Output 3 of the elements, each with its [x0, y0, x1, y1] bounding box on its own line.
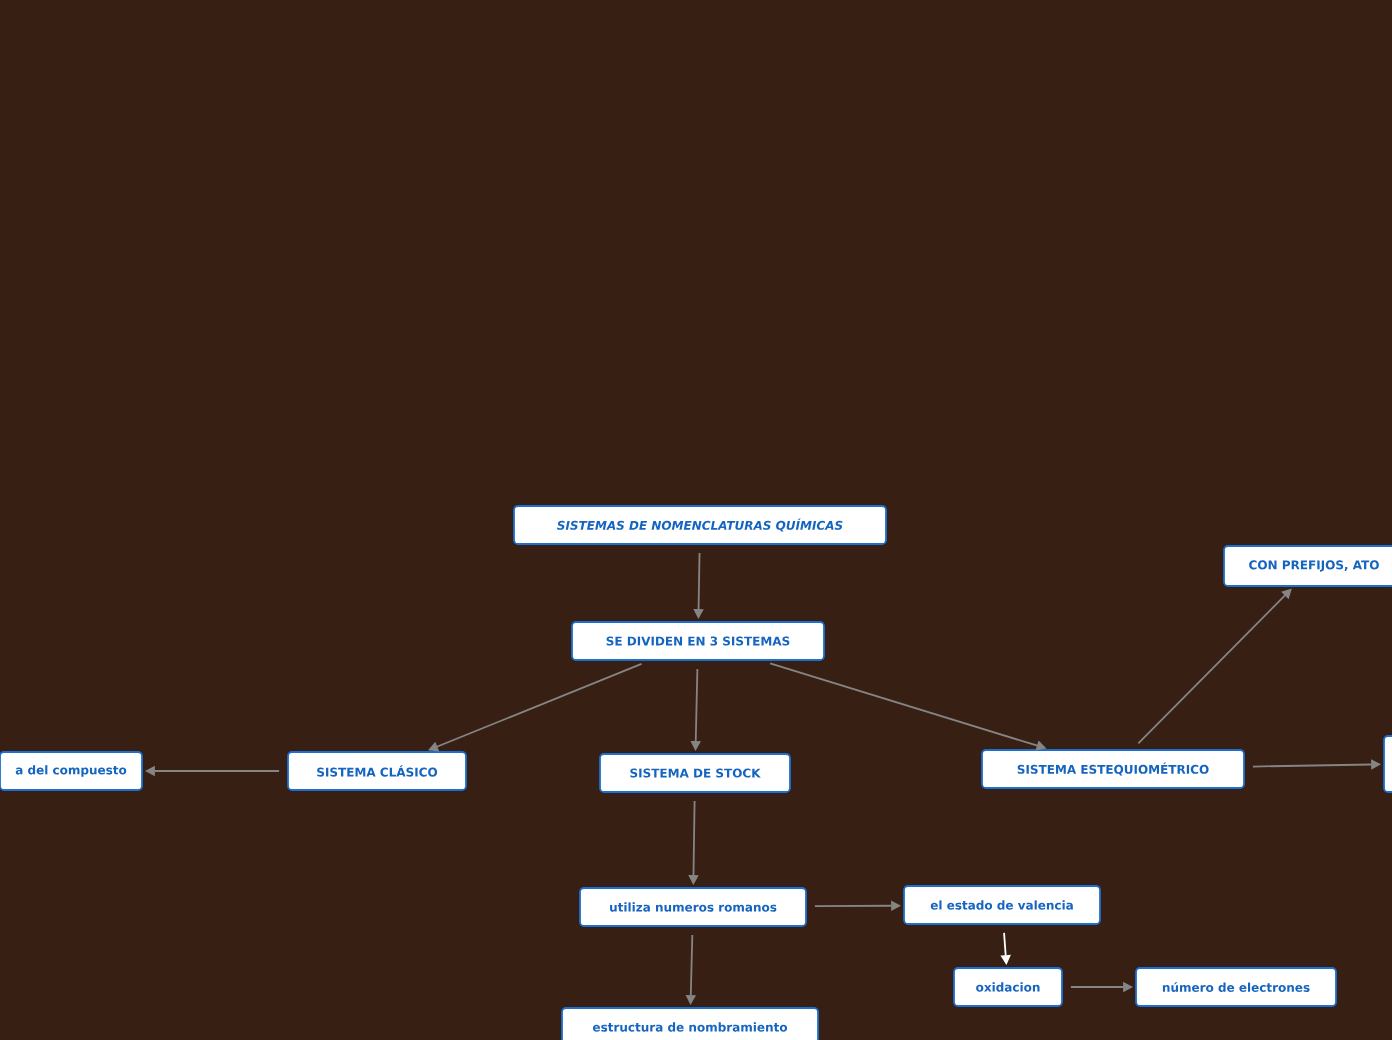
arrow	[428, 663, 643, 752]
empty-box	[1383, 735, 1392, 793]
arrow	[1137, 588, 1292, 745]
